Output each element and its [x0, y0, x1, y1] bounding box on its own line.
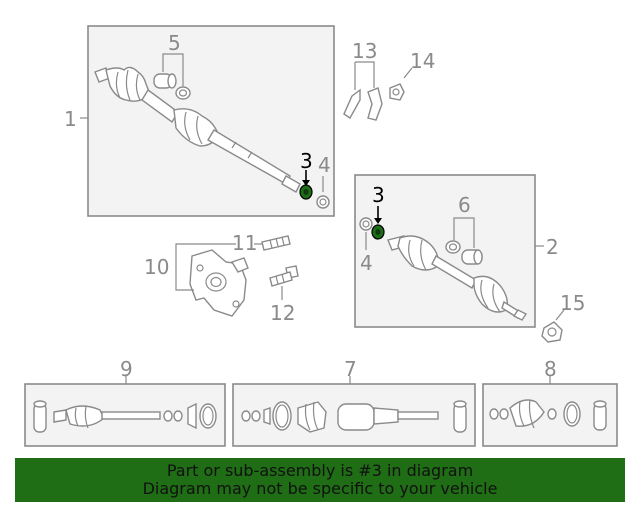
nut-14 — [389, 83, 405, 101]
bracket-13 — [343, 87, 383, 121]
callout-1: 1 — [64, 107, 77, 131]
boot-kit-9 — [33, 400, 217, 433]
callout-5: 5 — [168, 31, 181, 55]
banner-line-1: Part or sub-assembly is #3 in diagram — [166, 461, 474, 480]
callout-13: 13 — [352, 39, 377, 63]
joint-kit-7 — [241, 400, 467, 433]
banner-line-2: Diagram may not be specific to your vehi… — [142, 479, 498, 498]
bushing-pair-5 — [153, 73, 191, 100]
bearing-bracket-10 — [189, 249, 249, 317]
callout-11: 11 — [232, 231, 257, 255]
info-banner: Part or sub-assembly is #3 in diagram Di… — [15, 458, 625, 502]
callout-8: 8 — [544, 357, 557, 381]
callout-4-right: 4 — [360, 251, 373, 275]
callout-3-right: 3 — [372, 183, 385, 207]
callout-12: 12 — [270, 301, 295, 325]
drive-shaft-left — [94, 66, 301, 193]
callout-14: 14 — [410, 49, 435, 73]
callout-15: 15 — [560, 291, 585, 315]
stud-bolt-11 — [261, 235, 291, 251]
callout-6: 6 — [458, 193, 471, 217]
callout-2: 2 — [546, 235, 559, 259]
nut-15 — [541, 321, 563, 343]
callout-9: 9 — [120, 357, 133, 381]
washer-4-left — [316, 195, 330, 209]
washer-4-right — [359, 217, 373, 231]
callout-3-left: 3 — [300, 149, 313, 173]
bolt-12 — [269, 265, 299, 287]
bushing-pair-6 — [445, 240, 483, 265]
callout-7: 7 — [344, 357, 357, 381]
drive-shaft-right — [387, 235, 528, 321]
callout-4-left: 4 — [318, 153, 331, 177]
joint-kit-8 — [489, 399, 607, 431]
callout-10: 10 — [144, 255, 169, 279]
